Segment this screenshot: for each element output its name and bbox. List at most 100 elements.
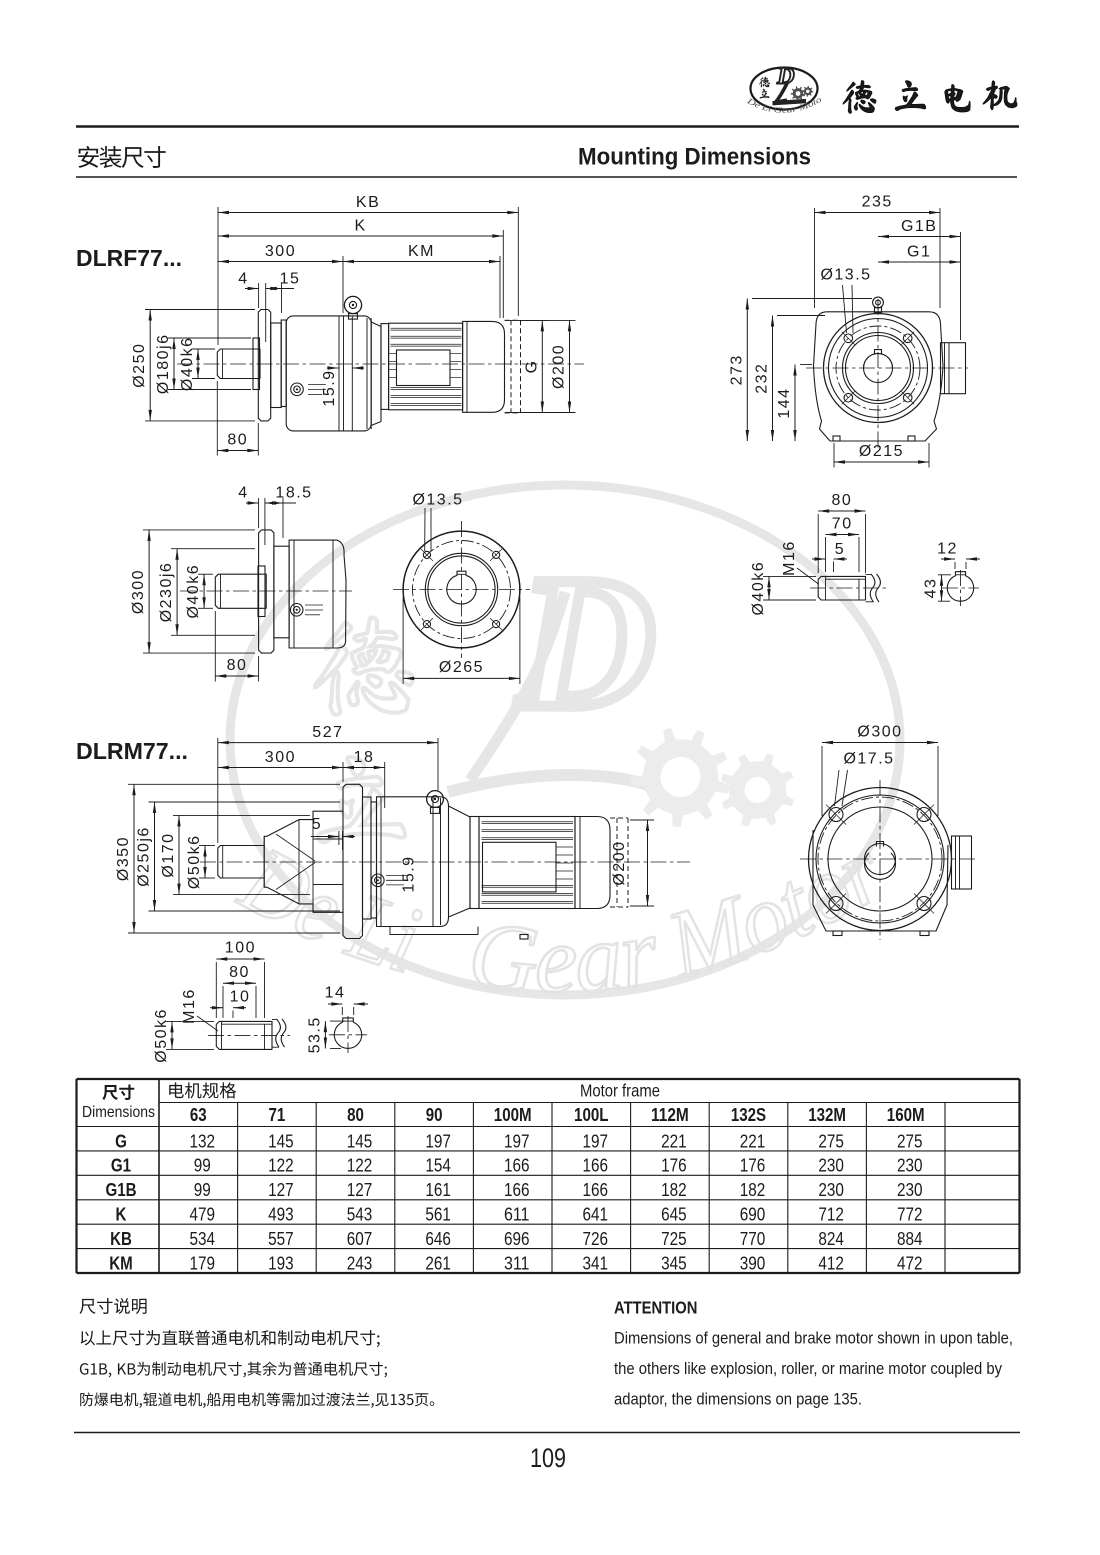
- svg-text:18: 18: [354, 749, 375, 766]
- svg-text:824: 824: [818, 1228, 844, 1249]
- svg-text:Ø250j6: Ø250j6: [136, 826, 153, 887]
- svg-text:235: 235: [862, 194, 893, 211]
- svg-text:the others like explosion, rol: the others like explosion, roller, or ma…: [614, 1359, 1003, 1378]
- svg-text:Ø200: Ø200: [611, 840, 628, 885]
- svg-text:99: 99: [194, 1179, 211, 1200]
- svg-text:197: 197: [504, 1130, 530, 1151]
- svg-text:527: 527: [312, 724, 343, 741]
- svg-text:G1: G1: [907, 244, 931, 261]
- svg-text:Motor frame: Motor frame: [580, 1081, 660, 1101]
- svg-text:12: 12: [937, 541, 958, 558]
- svg-text:607: 607: [347, 1228, 373, 1249]
- svg-text:Dimensions of general and brak: Dimensions of general and brake motor sh…: [614, 1329, 1013, 1348]
- svg-text:80: 80: [227, 657, 248, 674]
- svg-text:M16: M16: [181, 988, 198, 1024]
- svg-text:557: 557: [268, 1228, 294, 1249]
- svg-text:10: 10: [230, 989, 251, 1006]
- svg-text:772: 772: [897, 1204, 923, 1225]
- svg-text:726: 726: [583, 1228, 609, 1249]
- svg-text:182: 182: [661, 1179, 687, 1200]
- svg-text:230: 230: [818, 1179, 844, 1200]
- svg-text:Ø40k6: Ø40k6: [179, 336, 196, 391]
- svg-text:197: 197: [425, 1130, 451, 1151]
- svg-text:166: 166: [504, 1179, 530, 1200]
- svg-text:Ø170: Ø170: [160, 832, 177, 877]
- svg-text:179: 179: [190, 1252, 216, 1273]
- svg-text:100L: 100L: [574, 1105, 609, 1125]
- svg-text:80: 80: [347, 1105, 364, 1125]
- svg-text:300: 300: [265, 749, 296, 766]
- svg-text:221: 221: [661, 1130, 687, 1151]
- svg-text:43: 43: [923, 578, 940, 599]
- svg-text:230: 230: [897, 1179, 923, 1200]
- svg-text:543: 543: [347, 1204, 373, 1225]
- svg-text:63: 63: [190, 1105, 207, 1125]
- svg-text:412: 412: [818, 1252, 844, 1273]
- svg-text:KM: KM: [109, 1253, 133, 1273]
- svg-text:725: 725: [661, 1228, 687, 1249]
- svg-text:472: 472: [897, 1252, 923, 1273]
- svg-text:Ø13.5: Ø13.5: [820, 267, 871, 284]
- svg-text:132M: 132M: [808, 1105, 846, 1125]
- svg-text:160M: 160M: [887, 1105, 925, 1125]
- svg-text:100: 100: [225, 940, 256, 957]
- svg-text:176: 176: [740, 1155, 766, 1176]
- svg-text:Ø250: Ø250: [131, 343, 148, 388]
- svg-text:90: 90: [426, 1105, 443, 1125]
- svg-text:132S: 132S: [731, 1105, 766, 1125]
- svg-text:Ø215: Ø215: [859, 443, 904, 460]
- svg-text:493: 493: [268, 1204, 294, 1225]
- svg-text:Ø50k6: Ø50k6: [153, 1008, 170, 1063]
- svg-text:18.5: 18.5: [275, 485, 312, 502]
- svg-text:122: 122: [347, 1155, 373, 1176]
- svg-text:Ø17.5: Ø17.5: [843, 751, 894, 768]
- svg-text:ATTENTION: ATTENTION: [614, 1298, 697, 1318]
- svg-text:884: 884: [897, 1228, 923, 1249]
- svg-text:345: 345: [661, 1252, 687, 1273]
- svg-text:561: 561: [425, 1204, 451, 1225]
- svg-text:232: 232: [754, 363, 771, 394]
- svg-text:M16: M16: [781, 540, 798, 576]
- svg-text:80: 80: [229, 964, 250, 981]
- svg-text:Ø200: Ø200: [551, 344, 568, 389]
- svg-text:127: 127: [268, 1179, 294, 1200]
- svg-text:Mounting Dimensions: Mounting Dimensions: [578, 144, 811, 171]
- svg-text:DLRF77...: DLRF77...: [76, 245, 182, 271]
- svg-text:adaptor, the dimensions on pag: adaptor, the dimensions on page 135.: [614, 1390, 862, 1409]
- svg-text:144: 144: [776, 387, 793, 418]
- svg-text:154: 154: [425, 1155, 451, 1176]
- svg-text:696: 696: [504, 1228, 530, 1249]
- svg-text:275: 275: [818, 1130, 844, 1151]
- svg-text:KM: KM: [408, 243, 435, 260]
- svg-text:193: 193: [268, 1252, 294, 1273]
- svg-text:Ø180j6: Ø180j6: [155, 334, 172, 395]
- svg-text:230: 230: [818, 1155, 844, 1176]
- svg-text:KB: KB: [110, 1229, 132, 1249]
- svg-text:390: 390: [740, 1252, 766, 1273]
- svg-text:G1B: G1B: [901, 218, 938, 235]
- svg-text:Ø13.5: Ø13.5: [412, 492, 463, 509]
- svg-text:De Li Gear Motor: De Li Gear Motor: [0, 0, 823, 115]
- svg-text:KB: KB: [356, 194, 380, 211]
- svg-text:300: 300: [265, 243, 296, 260]
- svg-text:641: 641: [583, 1204, 609, 1225]
- svg-text:15: 15: [280, 271, 301, 288]
- svg-text:127: 127: [347, 1179, 373, 1200]
- svg-text:261: 261: [425, 1252, 451, 1273]
- svg-text:275: 275: [897, 1130, 923, 1151]
- svg-text:534: 534: [190, 1228, 216, 1249]
- svg-text:K: K: [355, 218, 367, 235]
- svg-text:71: 71: [269, 1105, 286, 1125]
- svg-text:99: 99: [194, 1155, 211, 1176]
- svg-text:122: 122: [268, 1155, 294, 1176]
- svg-text:4: 4: [238, 271, 248, 288]
- svg-text:5: 5: [312, 816, 322, 833]
- svg-text:80: 80: [832, 492, 853, 509]
- svg-text:112M: 112M: [651, 1105, 689, 1125]
- svg-text:712: 712: [818, 1204, 844, 1225]
- svg-text:197: 197: [583, 1130, 609, 1151]
- svg-text:132: 132: [190, 1130, 216, 1151]
- svg-text:230: 230: [897, 1155, 923, 1176]
- svg-text:221: 221: [740, 1130, 766, 1151]
- svg-text:Ø300: Ø300: [130, 569, 147, 614]
